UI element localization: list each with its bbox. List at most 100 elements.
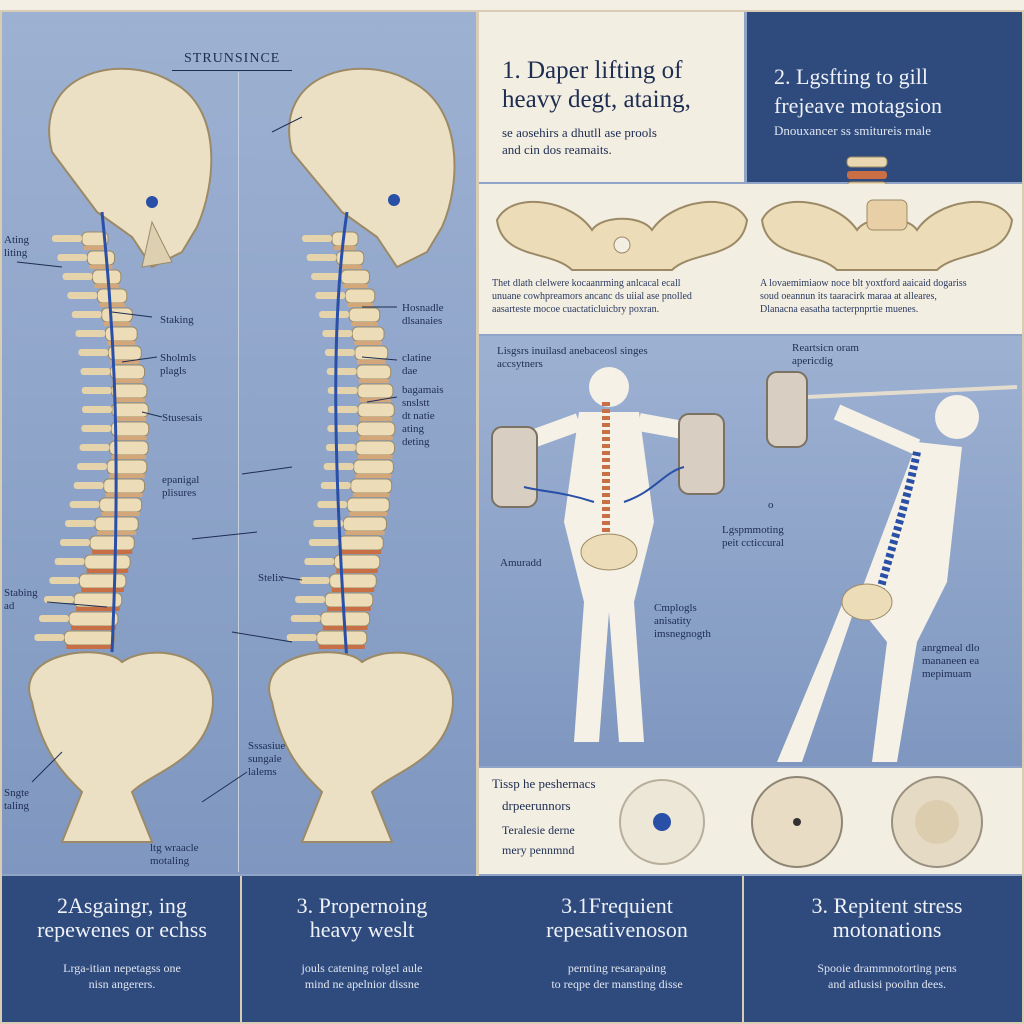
intervertebral-disc (352, 493, 390, 497)
vertebra (342, 516, 387, 532)
label-stusesais: Stusesais (162, 412, 203, 424)
footer-bar (2, 876, 1022, 1022)
vertebra (346, 497, 390, 513)
nerve-left (100, 211, 118, 653)
vertebra (329, 573, 377, 589)
spinous-process (67, 292, 98, 299)
cause-2-subtitle: Dnouxancer ss smitureis rnale (774, 123, 932, 138)
disc-healthy (619, 779, 705, 865)
intervertebral-disc (81, 588, 124, 592)
spinous-process (54, 558, 85, 565)
label-sholmls-plagls: Sholmls plagls (160, 352, 197, 377)
vertebra (351, 326, 385, 342)
footer-divider-1 (240, 876, 242, 1022)
intervertebral-disc (318, 645, 365, 649)
spinous-process (81, 406, 112, 413)
vertebra (344, 288, 376, 304)
spinous-process (80, 368, 111, 375)
intervertebral-disc (113, 417, 147, 421)
intervertebral-disc (112, 379, 143, 383)
intervertebral-disc (355, 474, 392, 478)
pelvis-caption-right: A lovaemimiaow noce blt yoxtford aaicaid… (760, 278, 967, 315)
lifting-label-left: Amuradd (500, 557, 542, 569)
spinous-process (44, 596, 75, 603)
label-stelix: Stelix (258, 572, 284, 584)
lifting-label-top: Lisgsrs inuilasd anebaceosl singes accsy… (497, 345, 648, 370)
pelvis-bent (841, 583, 893, 621)
footer-4-sub: Spooie drammnotorting pens and atlusisi … (817, 961, 957, 991)
cause-banner-1 (479, 12, 744, 182)
dumbbell-left (491, 426, 538, 508)
pelvis-front (580, 533, 638, 571)
spinous-process (57, 254, 88, 261)
vertebra (324, 592, 374, 608)
spinous-process (81, 387, 112, 394)
disc-text-3: Teralesie derne (502, 823, 575, 837)
intervertebral-disc (359, 398, 391, 402)
spinous-process (77, 463, 108, 470)
label-hosnadle: Hosnadle dlsanaies (402, 302, 444, 327)
intervertebral-disc (347, 303, 373, 307)
heading-underline (172, 70, 292, 71)
spinous-process (59, 539, 90, 546)
intervertebral-disc (338, 265, 362, 269)
vertebra (356, 364, 392, 380)
label-staking: Staking (160, 314, 194, 326)
vertebra (340, 269, 370, 285)
skull-right (288, 67, 456, 269)
figure-front-dumbbells (491, 367, 725, 742)
vertebra (348, 307, 381, 323)
vertebra (357, 383, 394, 399)
lifting-label-right-mid: Lgspmmoting peit ccticcural (722, 524, 784, 549)
intervertebral-disc (86, 569, 129, 573)
skull-left (48, 67, 213, 269)
label-sngte-taling: Sngte taling (4, 787, 30, 812)
spinous-process (81, 425, 112, 432)
pelvis-illustration-1 (495, 200, 749, 271)
spinous-process (62, 273, 93, 280)
spinous-process (313, 520, 344, 527)
spinous-process (286, 634, 317, 641)
intervertebral-disc (113, 398, 145, 402)
intervertebral-disc (66, 645, 113, 649)
pelvis-left (28, 651, 214, 843)
footer-2-title: 3. Propernoing heavy weslt (296, 893, 428, 942)
cause-banner-2 (747, 12, 1022, 182)
figure-overhead-barbell (766, 371, 1018, 762)
intervertebral-disc (345, 531, 385, 535)
spinous-process (327, 406, 358, 413)
spinous-process (78, 349, 109, 356)
footer-3-title: 3.1Frequient repesativenoson (546, 893, 688, 942)
spinous-process (304, 558, 335, 565)
barbell (766, 371, 1018, 448)
intervertebral-disc (358, 379, 389, 383)
disc-compressed (751, 776, 843, 868)
spinous-process (317, 501, 348, 508)
intervertebral-disc (336, 569, 378, 573)
disc-text-4: mery pennmnd (502, 843, 575, 857)
spinous-process (69, 501, 100, 508)
vertebra (338, 535, 384, 551)
intervertebral-disc (70, 626, 116, 630)
intervertebral-disc (107, 341, 136, 345)
spinous-process (319, 311, 350, 318)
label-sssasiue: Sssasiue sungale lalems (248, 740, 286, 778)
intervertebral-disc (91, 550, 133, 554)
intervertebral-disc (351, 322, 378, 326)
spinous-process (327, 425, 358, 432)
center-guide-line (238, 72, 239, 872)
spine-illustration-right (201, 67, 456, 843)
intervertebral-disc (349, 512, 388, 516)
disc-cross-sections (619, 776, 983, 868)
spine-illustration-left (16, 67, 258, 843)
intervertebral-disc (354, 341, 383, 345)
spinous-process (320, 482, 351, 489)
intervertebral-disc (76, 607, 120, 611)
footer-1-title: 2Asgaingr, ing repewenes or echss (37, 893, 207, 942)
intervertebral-disc (357, 455, 393, 459)
vertical-divider (476, 12, 479, 1022)
spinous-process (52, 235, 82, 242)
vertebra (350, 478, 393, 494)
spinous-process (306, 254, 337, 261)
intervertebral-disc (327, 607, 371, 611)
